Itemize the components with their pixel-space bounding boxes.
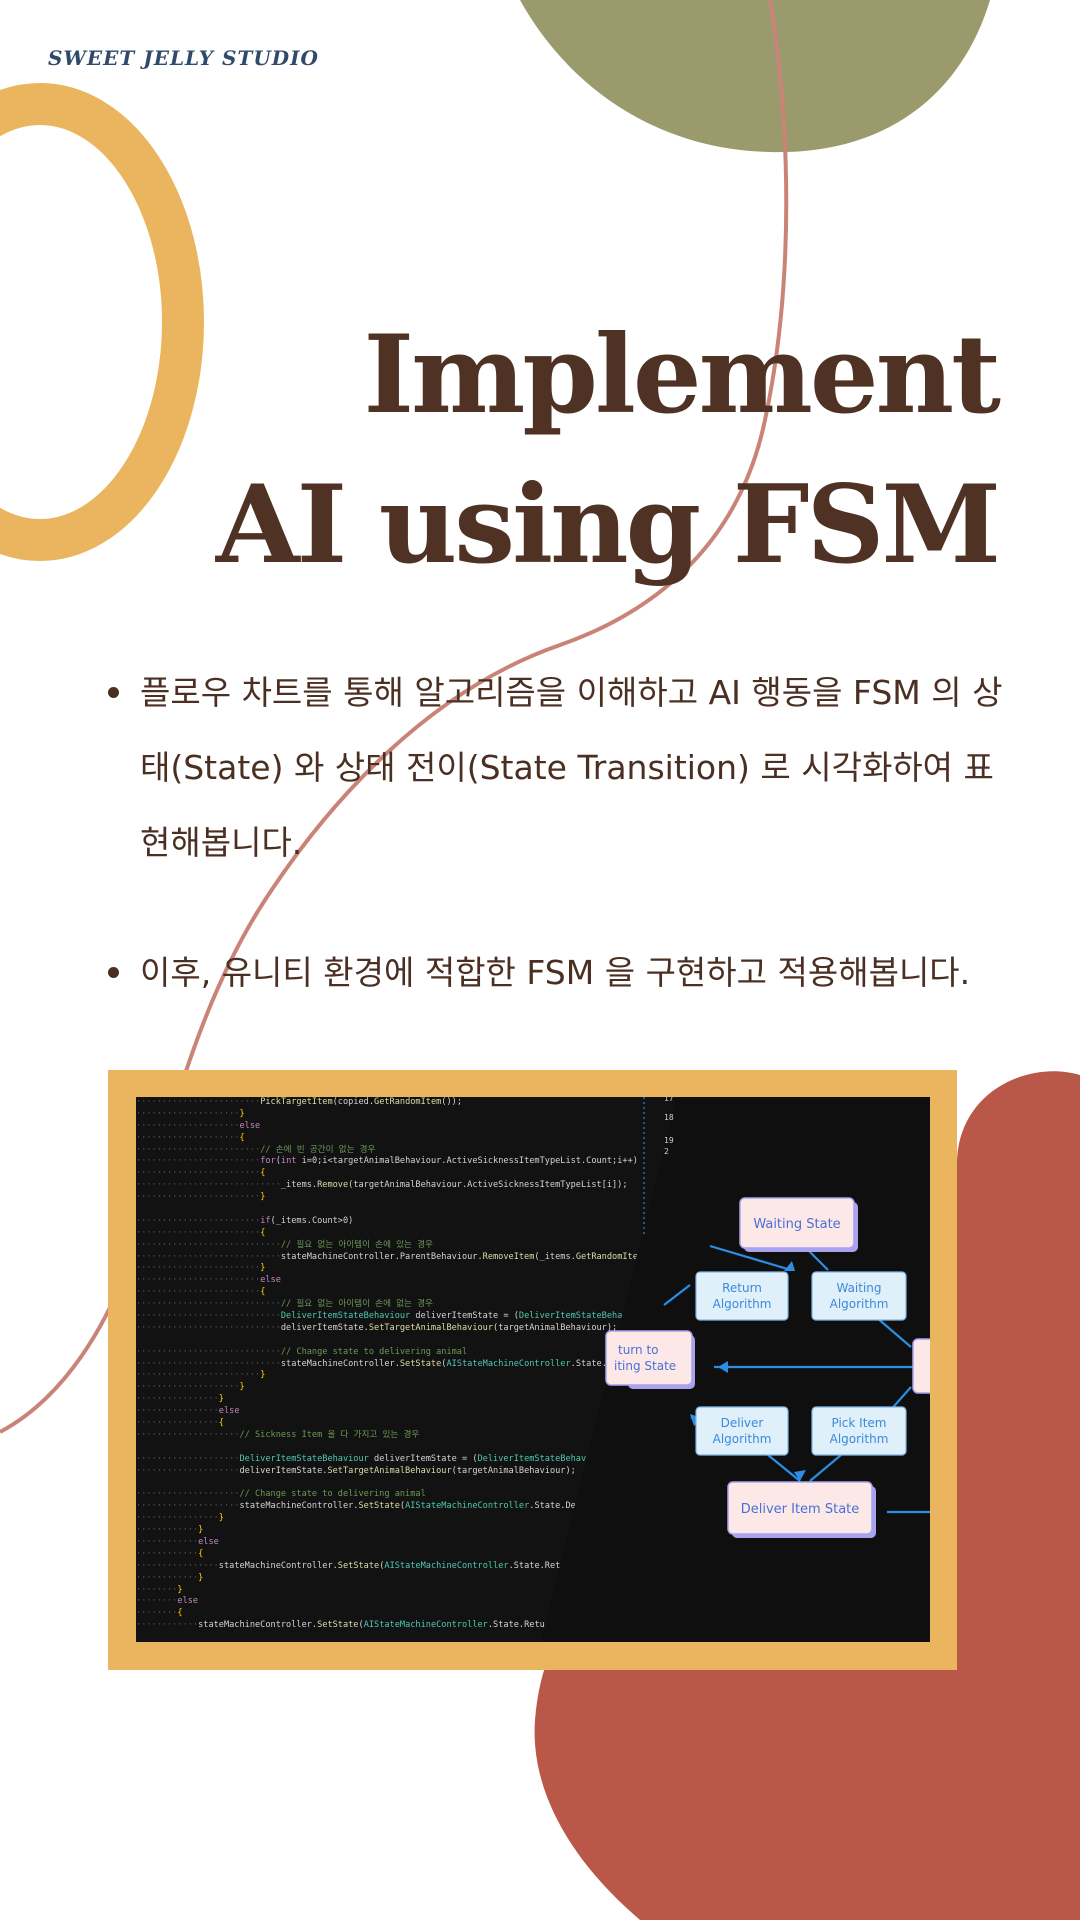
algo-waiting: Waiting Algorithm (811, 1271, 907, 1321)
code-line: ········} (136, 1584, 183, 1595)
code-line: ························// 손에 빈 공간이 없는 경… (136, 1144, 376, 1155)
svg-text:Waiting: Waiting (836, 1281, 881, 1295)
algo-deliver: Deliver Algorithm (695, 1406, 789, 1456)
title-line-1: Implement (363, 312, 1001, 438)
svg-text:Algorithm: Algorithm (830, 1432, 889, 1446)
svg-text:Return: Return (722, 1281, 762, 1295)
olive-circle (520, 0, 990, 153)
bullet-item: 이후, 유니티 환경에 적합한 FSM 을 구현하고 적용해봅니다. (104, 935, 1004, 1010)
bullet-item: 플로우 차트를 통해 알고리즘을 이해하고 AI 행동을 FSM 의 상태(St… (104, 655, 1004, 880)
code-and-diagram-screenshot: ························PickTargetItem(c… (136, 1097, 930, 1642)
diagram-panel (541, 1097, 930, 1642)
code-line: ····························// 필요 없는 아이템… (136, 1239, 433, 1250)
code-line: ····················// Change state to d… (136, 1489, 426, 1500)
code-line: ················} (136, 1394, 224, 1405)
code-line: ········else (136, 1596, 199, 1607)
code-line: ························{ (136, 1287, 266, 1298)
code-line: ············else (136, 1536, 219, 1547)
code-line: ····················else (136, 1120, 261, 1131)
state-deliver-item: Deliver Item State (727, 1481, 876, 1538)
code-line: ····················{ (136, 1132, 245, 1143)
code-editor: ························PickTargetItem(c… (136, 1097, 676, 1642)
line-number: 19 (664, 1136, 674, 1145)
code-line: ············{ (136, 1548, 204, 1559)
mustard-ring (0, 83, 204, 561)
state-right-edge (912, 1338, 930, 1394)
arrow-heads (690, 1261, 806, 1481)
fsm-diagram: 17 18 19 2 Waiting State (541, 1097, 930, 1642)
code-line: ············stateMachineController.SetSt… (136, 1620, 597, 1631)
code-line: ····························// 필요 없는 아이템… (136, 1299, 433, 1310)
code-line: ····························// Change st… (136, 1346, 468, 1357)
code-line: ····················} (136, 1108, 245, 1119)
code-line: ················else (136, 1406, 240, 1417)
algo-return: Return Algorithm (695, 1271, 789, 1321)
svg-text:turn to: turn to (618, 1343, 659, 1357)
code-line: ························{ (136, 1227, 266, 1238)
page-title: Implement AI using FSM (215, 300, 1001, 600)
code-line: ························PickTargetItem(c… (136, 1097, 462, 1107)
code-line: ············} (136, 1572, 204, 1583)
code-line: ················} (136, 1513, 224, 1524)
code-line: ························{ (136, 1168, 266, 1179)
line-number: 17 (664, 1097, 674, 1103)
svg-text:iting State: iting State (614, 1359, 676, 1373)
state-waiting: Waiting State (739, 1197, 858, 1252)
code-line: ························} (136, 1263, 266, 1274)
code-line: ····················} (136, 1382, 245, 1393)
code-line: ····························_items.Remov… (136, 1180, 628, 1191)
code-line: ····················stateMachineControll… (136, 1501, 613, 1512)
code-line: ········{ (136, 1608, 183, 1619)
code-line: ····················// Sickness Item 을 다… (136, 1429, 420, 1440)
code-line: ························} (136, 1370, 266, 1381)
svg-text:Waiting State: Waiting State (753, 1217, 840, 1232)
bullet-list: 플로우 차트를 통해 알고리즘을 이해하고 AI 행동을 FSM 의 상태(St… (104, 655, 1004, 1010)
code-line: ················{ (136, 1418, 224, 1429)
code-line: ························else (136, 1275, 281, 1286)
code-line: ············} (136, 1525, 204, 1536)
svg-text:Pick Item: Pick Item (832, 1416, 887, 1430)
svg-text:Deliver Item State: Deliver Item State (741, 1502, 860, 1517)
svg-text:Algorithm: Algorithm (830, 1297, 889, 1311)
svg-text:Deliver: Deliver (721, 1416, 764, 1430)
title-line-2: AI using FSM (215, 462, 1001, 588)
line-number: 18 (664, 1113, 674, 1122)
state-return-waiting: turn to iting State (605, 1330, 695, 1389)
studio-logo: SWEET JELLY STUDIO (48, 46, 319, 70)
code-line: ····················deliverItemState.Set… (136, 1465, 576, 1476)
code-line: ························} (136, 1192, 266, 1203)
terracotta-blob (534, 1071, 1080, 1920)
line-number: 2 (664, 1147, 669, 1156)
code-line: ····························deliverItemS… (136, 1322, 618, 1333)
code-line: ························for(int i=0;i<ta… (136, 1156, 638, 1167)
svg-text:Algorithm: Algorithm (713, 1432, 772, 1446)
code-line: ························if(_items.Count>… (136, 1215, 354, 1226)
algo-pick-item: Pick Item Algorithm (811, 1406, 907, 1456)
svg-text:Algorithm: Algorithm (713, 1297, 772, 1311)
